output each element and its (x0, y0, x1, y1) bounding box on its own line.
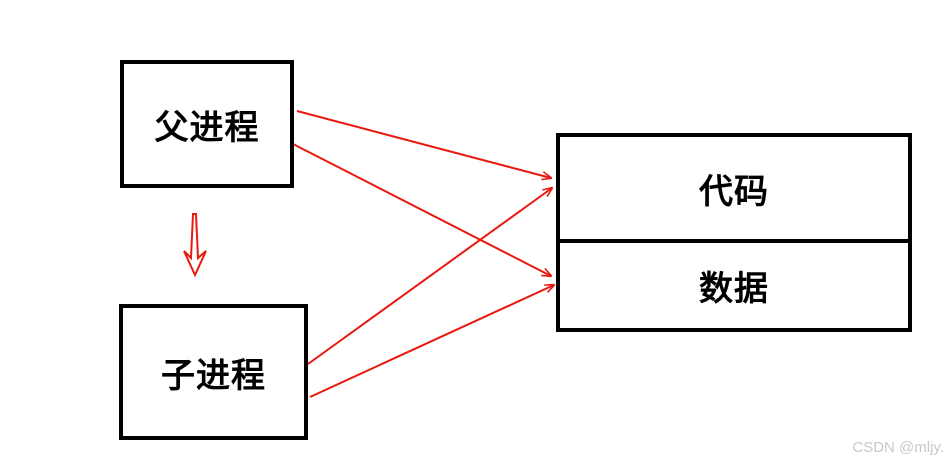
fork-down-arrow (183, 213, 207, 278)
watermark: CSDN @mljy. (852, 439, 944, 456)
memory-box: 代码 数据 (556, 133, 912, 332)
data-label: 数据 (699, 269, 769, 309)
code-label: 代码 (699, 171, 769, 212)
arrow-parent-to-code (296, 110, 551, 178)
parent-process-label: 父进程 (154, 107, 260, 148)
parent-process-box: 父进程 (120, 60, 294, 188)
arrow-child-to-data (309, 285, 554, 398)
arrow-child-to-code (307, 188, 552, 365)
arrow-parent-to-data (292, 143, 551, 276)
child-process-box: 子进程 (119, 304, 308, 440)
child-process-label: 子进程 (161, 355, 266, 396)
code-section: 代码 (560, 137, 908, 243)
data-section: 数据 (560, 243, 908, 328)
